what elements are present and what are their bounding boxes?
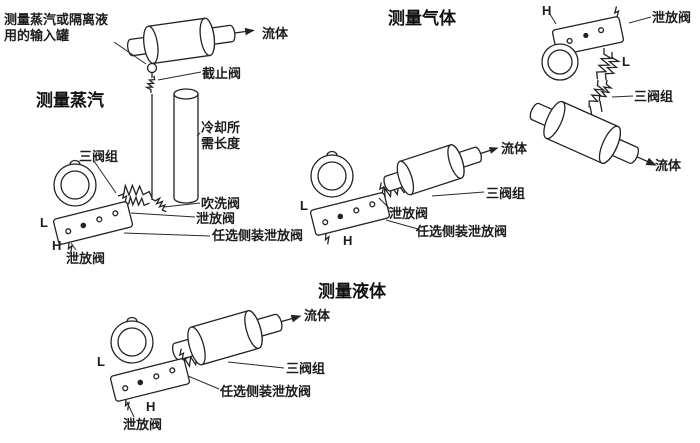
gas-right-leader-lines — [550, 14, 651, 97]
section-title-gas: 测量气体 — [388, 9, 456, 28]
liquid-diagram — [106, 297, 306, 417]
label-steam-shutoff-valve: 截止阀 — [202, 66, 242, 81]
label-gas-mid-port-H: H — [343, 233, 353, 248]
label-gas-right-three-valve-manifold: 三阀组 — [634, 89, 674, 104]
gas-right-transmitter — [541, 5, 626, 81]
label-liquid-port-H: H — [146, 399, 156, 414]
liquid-leader-lines — [127, 362, 284, 417]
steam-purge-valve-icon — [150, 194, 171, 214]
steam-pipe — [125, 12, 256, 67]
steam-cooling-column — [174, 94, 198, 203]
label-steam-side-drain-valve: 泄放阀 — [196, 211, 236, 226]
gas-right-manifold-zigzag-2 — [586, 78, 607, 111]
gas-right-manifold-zigzag-1 — [594, 46, 614, 82]
steam-cooling-column-top — [174, 89, 198, 99]
gas-right-diagram — [524, 5, 664, 184]
label-steam-three-valve-manifold: 三阀组 — [79, 149, 119, 164]
steam-shutoff-valve-icon — [145, 74, 156, 94]
gas-right-impulse-line-2 — [600, 101, 602, 112]
label-gas-mid-drain-valve: 泄放阀 — [389, 206, 429, 221]
label-liquid-drain-valve: 泄放阀 — [123, 417, 163, 432]
label-steam-purge-valve: 吹洗阀 — [201, 196, 241, 211]
label-gas-mid-three-valve-manifold: 三阀组 — [486, 186, 526, 201]
label-gas-right-fluid: 流体 — [655, 158, 682, 173]
liquid-pipe — [168, 297, 305, 371]
label-liquid-three-valve-manifold: 三阀组 — [286, 361, 326, 376]
label-steam-drain-valve: 泄放阀 — [66, 251, 106, 266]
section-title-steam: 测量蒸汽 — [36, 91, 104, 110]
label-steam-port-L: L — [40, 215, 48, 230]
steam-leader-lines — [71, 42, 210, 250]
label-gas-mid-port-L: L — [300, 198, 308, 213]
label-gas-mid-optional-side-drain: 任选侧装泄放阀 — [416, 224, 508, 239]
label-liquid-fluid: 流体 — [304, 308, 331, 323]
steam-diagram — [49, 12, 256, 257]
label-gas-mid-fluid: 流体 — [501, 141, 528, 156]
gas-right-manifold-zigzag-4 — [597, 78, 614, 104]
label-gas-right-port-L: L — [622, 54, 630, 69]
section-title-liquid: 测量液体 — [318, 282, 386, 301]
label-steam-port-H: H — [52, 238, 62, 253]
label-steam-optional-side-drain: 任选侧装泄放阀 — [212, 228, 304, 243]
label-gas-right-port-H: H — [542, 3, 552, 18]
gas-mid-diagram — [306, 131, 503, 248]
steam-manifold-zigzag-1 — [115, 180, 151, 200]
steam-impulse-line — [149, 191, 152, 198]
gas-mid-leader-lines — [379, 192, 484, 229]
label-steam-fluid: 流体 — [262, 26, 289, 41]
gas-right-pipe — [524, 92, 664, 184]
steam-input-tank-symbol — [148, 64, 157, 73]
label-liquid-optional-side-drain: 任选侧装泄放阀 — [220, 384, 312, 399]
label-gas-right-drain-valve: 泄放阀 — [652, 10, 692, 25]
label-steam-input-tank: 测量蒸汽或隔离液用的输入罐 — [4, 12, 109, 43]
steam-transmitter — [49, 159, 138, 257]
label-steam-cooling-length: 冷却所需长度 — [201, 120, 241, 151]
label-liquid-port-L: L — [97, 354, 105, 369]
